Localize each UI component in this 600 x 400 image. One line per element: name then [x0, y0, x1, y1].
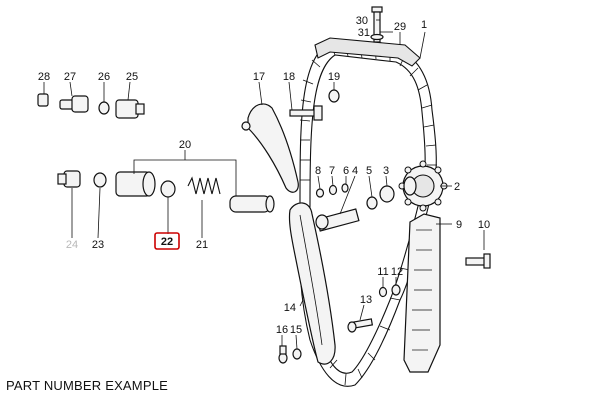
- plug-24: [57, 170, 81, 188]
- bolt-16: [278, 345, 288, 364]
- callout-4: 4: [352, 165, 358, 177]
- highlight-box: [154, 232, 180, 250]
- callout-19: 19: [328, 71, 340, 83]
- callout-5: 5: [366, 165, 372, 177]
- sprocket-2: [398, 160, 448, 212]
- callout-27: 27: [64, 71, 76, 83]
- callout-25: 25: [126, 71, 138, 83]
- callout-1: 1: [421, 19, 427, 31]
- callout-26: 26: [98, 71, 110, 83]
- bolt-18: [289, 105, 323, 121]
- callout-18: 18: [283, 71, 295, 83]
- callout-16: 16: [276, 324, 288, 336]
- callout-17: 17: [253, 71, 265, 83]
- callout-15: 15: [290, 324, 302, 336]
- callout-6: 6: [343, 165, 349, 177]
- ring-6: [341, 183, 349, 193]
- callout-28: 28: [38, 71, 50, 83]
- caption-label: PART NUMBER EXAMPLE: [6, 378, 169, 393]
- callout-22: 22: [161, 236, 173, 248]
- tensioner-rail-17: [247, 103, 299, 193]
- washer-19: [328, 89, 340, 103]
- callout-29: 29: [394, 21, 406, 33]
- washer-15: [292, 348, 302, 360]
- seal-ring-22: [160, 180, 176, 198]
- callout-21: 21: [196, 239, 208, 251]
- washer-4: [366, 196, 378, 210]
- callout-9: 9: [456, 219, 462, 231]
- chain-guide-9: [403, 213, 441, 373]
- nut-8: [315, 188, 325, 198]
- plunger-20: [229, 195, 275, 213]
- callout-31: 31: [358, 27, 370, 39]
- callout-30: 30: [356, 15, 368, 27]
- seal-ring-23: [93, 172, 107, 188]
- callout-8: 8: [315, 165, 321, 177]
- callout-14: 14: [284, 302, 296, 314]
- bushing-12: [391, 284, 401, 296]
- leader-lines: [43, 19, 485, 350]
- rail-17-pivot: [241, 121, 251, 131]
- bolt-10: [465, 244, 491, 269]
- tensioner-body: [115, 171, 156, 197]
- upper-chain-rail: [314, 37, 421, 67]
- washer-11: [378, 286, 388, 298]
- bolt-13: [347, 318, 374, 333]
- callout-23: 23: [92, 239, 104, 251]
- pivot-pin-5: [315, 208, 360, 232]
- spacer-3: [379, 185, 395, 203]
- cap-28: [37, 93, 49, 107]
- callout-2: 2: [454, 181, 460, 193]
- callout-24: 24: [66, 239, 78, 251]
- union-25: [115, 99, 145, 119]
- spring-21: [187, 176, 221, 195]
- callout-20: 20: [179, 139, 191, 151]
- callout-11: 11: [377, 266, 388, 278]
- callout-3: 3: [383, 165, 389, 177]
- washer-7: [328, 184, 338, 196]
- callout-12: 12: [391, 266, 403, 278]
- callout-13: 13: [360, 294, 372, 306]
- callout-7: 7: [329, 165, 335, 177]
- callout-10: 10: [478, 219, 490, 231]
- bolt-30: [370, 6, 384, 43]
- plug-27: [59, 95, 89, 113]
- seal-ring-26: [98, 101, 110, 115]
